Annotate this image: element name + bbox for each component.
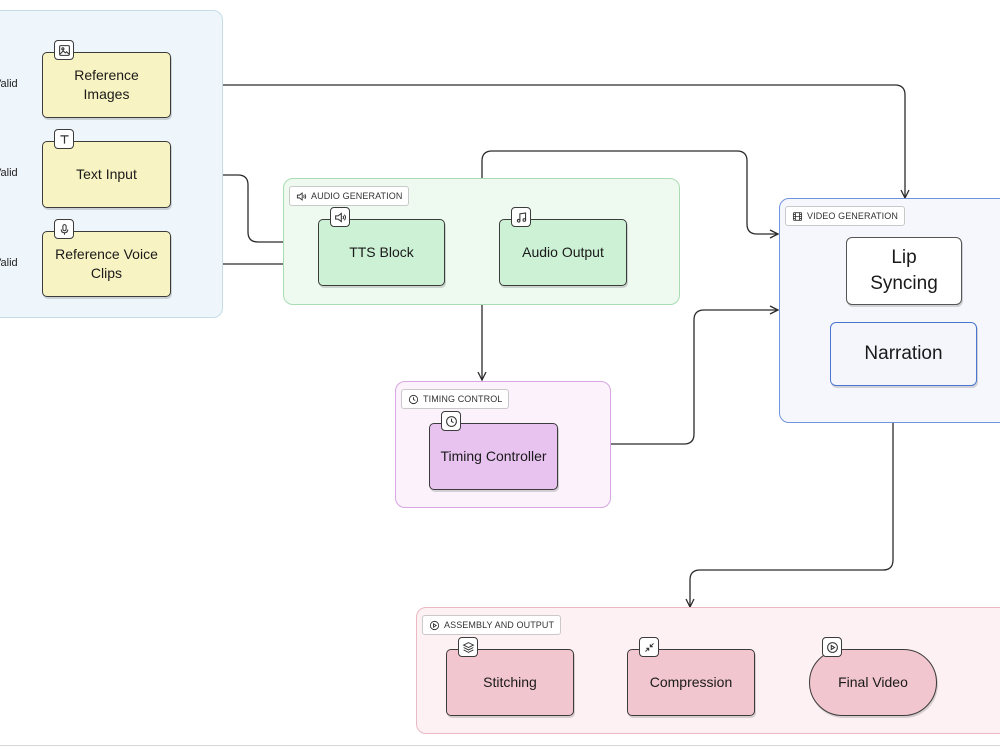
lip-syncing-label: Lip Syncing xyxy=(870,247,938,294)
edge-audio-generation-to-video-generation xyxy=(481,150,778,234)
valid-label-voice: Valid xyxy=(0,257,18,269)
edge-text-input-to-tts xyxy=(171,174,316,242)
clock-icon xyxy=(408,394,419,404)
edge-timing-controller-to-video-generation xyxy=(611,310,778,445)
edge-video-generation-to-assembly xyxy=(690,423,894,607)
reference-voice-clips-label: Reference Voice Clips xyxy=(55,246,158,281)
narration-node[interactable]: Narration xyxy=(830,322,977,386)
tts-block-node[interactable]: TTS Block xyxy=(318,219,445,286)
reference-images-label: Reference Images xyxy=(74,67,139,102)
layers-icon xyxy=(458,637,478,657)
audio-output-node[interactable]: Audio Output xyxy=(499,219,627,286)
microphone-icon xyxy=(54,219,74,239)
timing-control-tag: TIMING CONTROL xyxy=(401,389,510,409)
stitching-label: Stitching xyxy=(483,674,537,691)
speaker-icon xyxy=(330,207,350,227)
timing-controller-node[interactable]: Timing Controller xyxy=(429,423,558,490)
image-icon xyxy=(54,40,74,60)
tts-block-label: TTS Block xyxy=(349,244,414,261)
audio-generation-tag: AUDIO GENERATION xyxy=(289,186,410,206)
video-generation-group xyxy=(779,198,1000,423)
edge-reference-images-to-video-generation xyxy=(171,84,905,198)
narration-label: Narration xyxy=(864,343,943,365)
bottom-divider xyxy=(0,745,1000,746)
stitching-node[interactable]: Stitching xyxy=(446,649,574,716)
play-circle-icon xyxy=(429,620,440,630)
final-video-node[interactable]: Final Video xyxy=(809,649,937,716)
clock-icon xyxy=(441,411,461,431)
video-generation-tag: VIDEO GENERATION xyxy=(785,206,905,226)
lip-syncing-node[interactable]: Lip Syncing xyxy=(846,237,962,305)
compress-icon xyxy=(639,637,659,657)
timing-controller-label: Timing Controller xyxy=(440,448,547,465)
reference-voice-clips-node[interactable]: Reference Voice Clips xyxy=(42,231,171,297)
video-generation-title: VIDEO GENERATION xyxy=(807,211,898,221)
text-input-node[interactable]: Text Input xyxy=(42,141,171,208)
reference-images-node[interactable]: Reference Images xyxy=(42,52,171,118)
compression-label: Compression xyxy=(649,674,733,691)
audio-output-label: Audio Output xyxy=(522,244,604,261)
assembly-output-title: ASSEMBLY AND OUTPUT xyxy=(444,620,555,630)
valid-label-images: Valid xyxy=(0,78,18,90)
timing-control-title: TIMING CONTROL xyxy=(423,394,503,404)
text-icon xyxy=(54,129,74,149)
audio-generation-title: AUDIO GENERATION xyxy=(311,191,403,201)
final-video-label: Final Video xyxy=(838,674,908,691)
text-input-label: Text Input xyxy=(76,166,137,183)
film-icon xyxy=(792,211,803,221)
compression-node[interactable]: Compression xyxy=(627,649,755,716)
assembly-output-tag: ASSEMBLY AND OUTPUT xyxy=(422,615,562,635)
play-circle-icon xyxy=(822,637,842,657)
speaker-icon xyxy=(296,191,307,201)
music-note-icon xyxy=(511,207,531,227)
valid-label-text: Valid xyxy=(0,167,18,179)
